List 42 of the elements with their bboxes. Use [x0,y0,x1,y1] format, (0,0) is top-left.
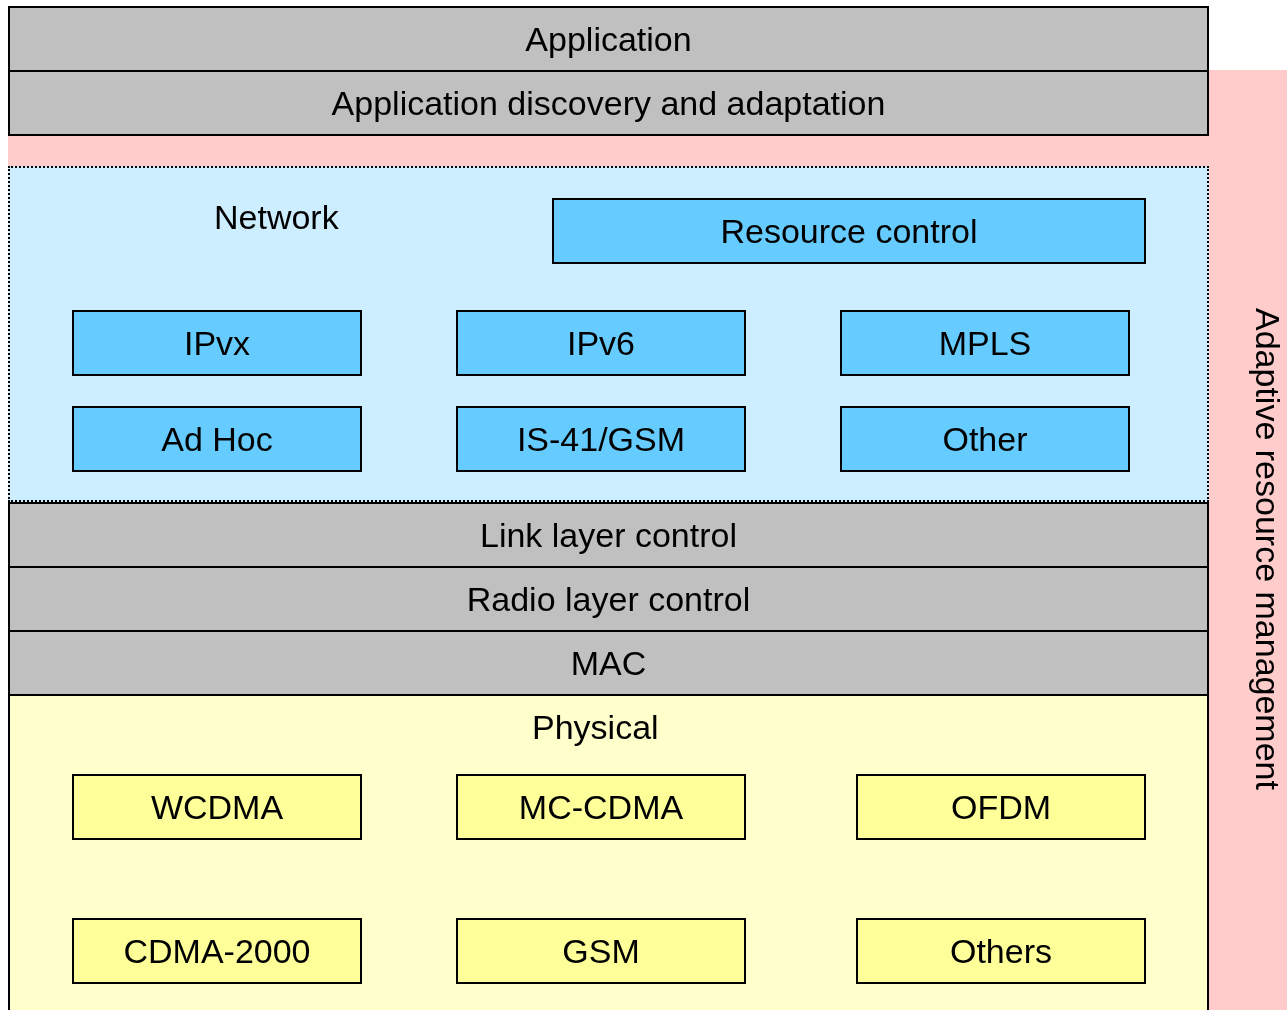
protocol-box [72,310,362,376]
side-band [1209,70,1287,1010]
box-label: Ad Hoc [161,422,273,456]
box-label: Resource control [720,214,978,248]
protocol-box [456,406,746,472]
protocol-box [856,774,1146,840]
layer-panel [8,166,1209,502]
layer-heading: Network [214,200,339,234]
box-label: Application discovery and adaptation [331,86,886,120]
protocol-box [856,918,1146,984]
box-label: Application [525,22,692,56]
layer-bar [8,502,1209,568]
box-label: WCDMA [150,790,284,824]
protocol-box [840,406,1130,472]
box-label: Radio layer control [466,582,751,616]
box-label: GSM [562,934,640,968]
protocol-box [840,310,1130,376]
protocol-box [552,198,1146,264]
box-label: IPv6 [566,326,635,360]
box-label: Others [949,934,1052,968]
layer-panel [8,694,1209,1010]
protocol-box [456,918,746,984]
protocol-box [72,406,362,472]
layer-bar [8,566,1209,632]
box-label: IS-41/GSM [516,422,686,456]
protocol-box [72,774,362,840]
box-label: IPvx [183,326,251,360]
layer-bar [8,630,1209,696]
box-label: MC-CDMA [518,790,684,824]
side-label: Adaptive resource management [1251,308,1285,790]
box-label: Other [942,422,1028,456]
box-label: Link layer control [480,518,737,552]
layer-heading: Physical [532,710,659,744]
box-label: MAC [570,646,647,680]
box-label: MPLS [938,326,1032,360]
layer-bar [8,70,1209,136]
protocol-box [456,310,746,376]
protocol-box [456,774,746,840]
protocol-box [72,918,362,984]
layer-bar [8,6,1209,72]
box-label: CDMA-2000 [123,934,311,968]
box-label: OFDM [950,790,1052,824]
